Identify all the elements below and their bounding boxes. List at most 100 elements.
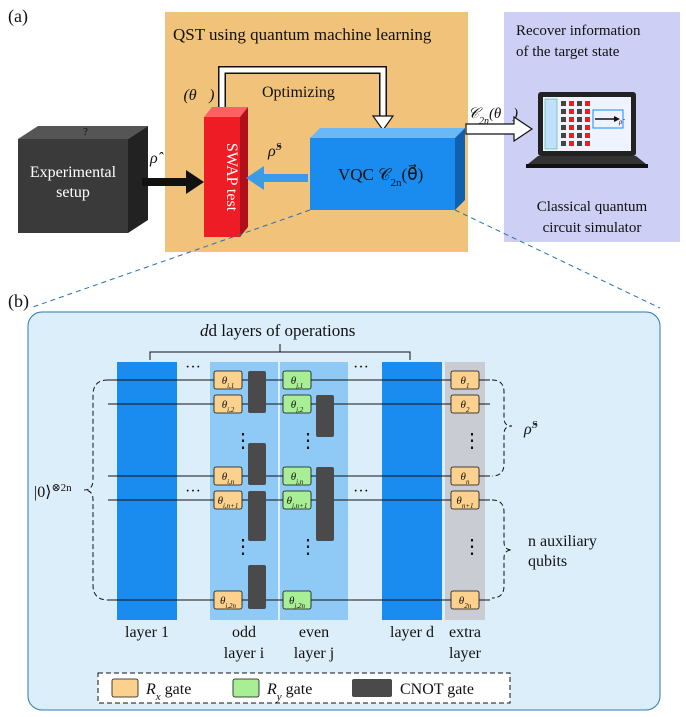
hdots-top-1: ··· <box>185 359 201 376</box>
recover-title-1: Recover information <box>516 23 641 39</box>
panel-b-label: (b) <box>8 291 29 312</box>
optimizing-label: Optimizing <box>262 84 335 101</box>
even-ry-gate <box>282 466 312 486</box>
extra-rx-gate <box>450 590 480 610</box>
rho-hat-label: ρ̂ <box>149 150 164 167</box>
even-ry-gate-label: θj,2n <box>289 595 306 610</box>
even-ry-gate <box>282 590 312 610</box>
cnot-gate <box>248 443 266 485</box>
state-arrow <box>246 166 308 190</box>
ket-zero-label: |0⟩⊗2n <box>34 482 72 501</box>
simulator-label-1: Classical quantum <box>537 199 648 215</box>
screen-gate <box>577 125 582 130</box>
legend-ry-swatch <box>232 678 260 698</box>
odd-layer-label-1: odd <box>232 624 256 641</box>
screen-gate <box>561 141 566 146</box>
experimental-label-2: setup <box>56 184 90 201</box>
even-ry-gate <box>282 394 312 414</box>
cnot-gate <box>248 491 266 541</box>
d-layers-label: dd layers of operations <box>200 321 355 340</box>
cnot-gate <box>316 491 334 541</box>
input-brace <box>83 379 109 601</box>
odd-rx-gate-label: θi,n <box>222 471 235 486</box>
odd-rx-gate <box>213 466 243 486</box>
extra-rx-gate <box>450 370 480 390</box>
experimental-setup-box <box>18 126 148 233</box>
even-layer-label-1: even <box>299 624 329 641</box>
screen-rho-label: ρ̂ <box>618 118 625 126</box>
extra-rx-gate-label: θ2n <box>459 595 472 610</box>
screen-gate <box>585 125 590 130</box>
cnot-gates <box>248 371 334 609</box>
legend-cnot-label: CNOT gate <box>400 681 474 698</box>
legend-rx-label: Rx gate <box>145 681 191 703</box>
vqc-label: VQC 𝒞2n(θ⃗) <box>338 164 423 189</box>
legend-box <box>97 672 511 704</box>
extra-rx-gate <box>450 490 480 510</box>
legend-rx-swatch <box>111 678 139 698</box>
qst-title: QST using quantum machine learning <box>173 25 432 44</box>
screen-gate <box>577 109 582 114</box>
vdots-extra-2: ⋮ <box>462 536 482 558</box>
recover-title-2: of the target state <box>516 44 620 60</box>
vdots-odd-2: ⋮ <box>233 536 253 558</box>
swap-test-box <box>204 107 248 237</box>
extra-rx-gate-label: θn <box>461 471 470 486</box>
screen-gate <box>585 133 590 138</box>
extra-rx-gate-label: θ2 <box>461 399 470 414</box>
extra-layer-label-1: extra <box>449 624 481 641</box>
hdots-mid-2: ··· <box>353 483 369 500</box>
screen-gate <box>569 133 574 138</box>
vdots-even-2: ⋮ <box>298 536 318 558</box>
extra-rx-gate <box>450 466 480 486</box>
aux-label-1: n auxiliary <box>528 533 597 550</box>
optimizing-arrowhead <box>371 115 395 132</box>
screen-gate <box>585 141 590 146</box>
zoom-line-left <box>29 209 311 309</box>
aux-label-2: qubits <box>528 553 567 570</box>
screen-gate <box>561 117 566 122</box>
hdots-top-2: ··· <box>353 359 369 376</box>
vdots-extra-1: ⋮ <box>462 430 482 452</box>
even-ry-gate-label: θj,n <box>291 471 304 486</box>
optimizing-arrow-fill <box>219 67 386 118</box>
laptop-icon <box>526 92 648 168</box>
cnot-gate <box>248 565 266 609</box>
experimental-label-1: Experimental <box>30 164 117 181</box>
input-arrow <box>142 170 204 194</box>
screen-gate <box>569 125 574 130</box>
screen-gate <box>577 141 582 146</box>
legend-ry-label: Ry gate <box>266 681 312 703</box>
screen-gate <box>577 117 582 122</box>
screen-gate <box>577 133 582 138</box>
hdots-mid-1: ··· <box>185 483 201 500</box>
odd-layer-label-2: layer i <box>224 645 265 662</box>
odd-rx-gate <box>213 590 243 610</box>
even-ry-gate <box>282 370 312 390</box>
extra-rx-gate-label: θn+1 <box>456 495 473 510</box>
screen-gate <box>569 141 574 146</box>
output-arrow <box>465 115 534 143</box>
even-ry-gate-label: θj,1 <box>291 375 304 390</box>
panel-a-label: (a) <box>8 6 28 27</box>
legend-cnot-swatch <box>352 679 392 697</box>
screen-gate <box>585 101 590 106</box>
even-layer-label-2: layer j <box>294 645 334 662</box>
vqc-box <box>310 128 465 210</box>
screen-gate <box>585 109 590 114</box>
fidelity-label: ℱ(θ⃗) <box>171 87 214 104</box>
odd-rx-gate-label: θi,n+1 <box>218 495 239 510</box>
odd-rx-gate <box>213 490 243 510</box>
screen-gate <box>561 133 566 138</box>
zoom-line-right <box>454 209 661 309</box>
vdots-odd-1: ⋮ <box>233 430 253 452</box>
screen-gate <box>569 117 574 122</box>
odd-rx-gate <box>213 394 243 414</box>
screen-gate <box>561 101 566 106</box>
layer-d-label: layer d <box>390 624 434 641</box>
screen-gate <box>577 101 582 106</box>
screen-gate <box>569 101 574 106</box>
even-ry-gate-label: θj,n+1 <box>287 495 308 510</box>
odd-rx-gate-label: θi,2 <box>222 399 235 414</box>
